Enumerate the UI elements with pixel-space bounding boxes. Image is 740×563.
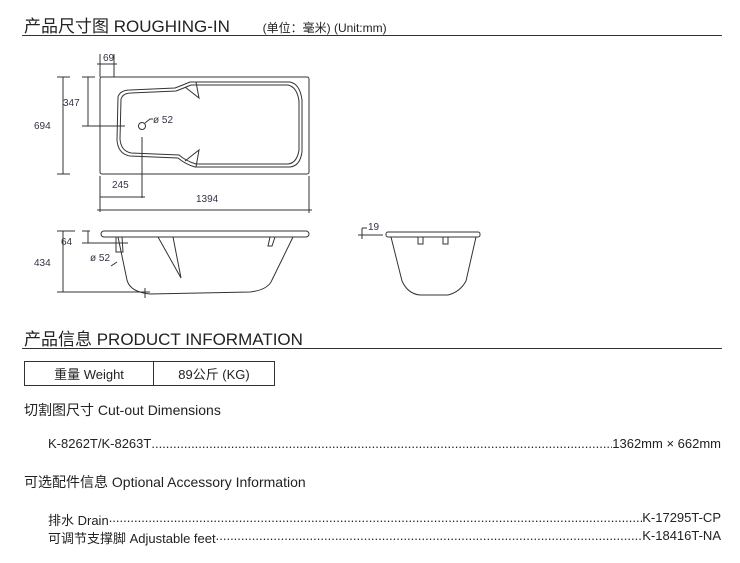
dim-64: 64 — [61, 237, 73, 248]
cutout-row: K-8262T/K-8263T 1362mm × 662mm — [48, 436, 721, 451]
accessory-row: 可调节支撑脚 Adjustable feet K-18416T-NA — [48, 528, 721, 547]
accessory-row: 排水 Drain K-17295T-CP — [48, 510, 721, 529]
dim-347: 347 — [63, 98, 80, 109]
product-title: 产品信息 PRODUCT INFORMATION — [24, 330, 303, 349]
accessory-value: K-17295T-CP — [642, 510, 721, 525]
dim-69: 69 — [103, 53, 115, 64]
weight-label: 重量 Weight — [25, 362, 154, 385]
dim-694: 694 — [34, 121, 51, 132]
dim-19: 19 — [368, 222, 380, 233]
dim-1394: 1394 — [196, 194, 219, 205]
unit-note: (单位：毫米) (Unit:mm) — [262, 21, 387, 35]
roughing-title: 产品尺寸图 ROUGHING-IN (单位：毫米) (Unit:mm) — [24, 12, 387, 37]
accessory-value: K-18416T-NA — [642, 528, 721, 543]
dim-245: 245 — [112, 180, 129, 191]
dim-drain-52: ø 52 — [153, 115, 173, 126]
cutout-model: K-8262T/K-8263T — [48, 436, 152, 451]
cutout-value: 1362mm × 662mm — [612, 436, 721, 451]
accessory-label: 排水 Drain — [48, 513, 109, 528]
weight-value: 89公斤 (KG) — [178, 367, 250, 382]
accessory-title: 可选配件信息 Optional Accessory Information — [24, 474, 306, 490]
cutout-title: 切割图尺寸 Cut-out Dimensions — [24, 402, 221, 418]
divider — [22, 348, 722, 349]
weight-table: 重量 Weight 89公斤 (KG) — [24, 361, 275, 386]
dim-434: 434 — [34, 258, 51, 269]
roughing-drawing: 69 347 694 ø 52 245 1394 64 434 ø 52 19 — [34, 53, 481, 298]
divider — [22, 35, 722, 36]
accessory-label: 可调节支撑脚 Adjustable feet — [48, 531, 216, 546]
roughing-title-text: 产品尺寸图 ROUGHING-IN — [24, 17, 230, 36]
dim-overflow-52: ø 52 — [90, 253, 110, 264]
